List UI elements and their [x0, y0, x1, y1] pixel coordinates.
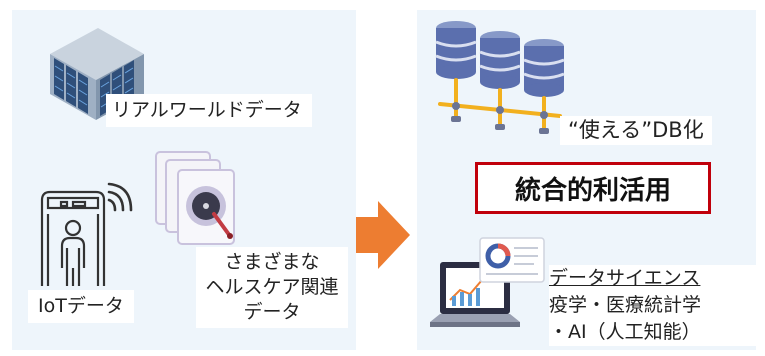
iot-booth-icon: [40, 190, 106, 286]
healthcare-line-2: ヘルスケア関連: [205, 276, 339, 298]
data-science-title: データサイエンス: [549, 267, 701, 289]
data-science-line-2: ・AI（人工知能）: [549, 321, 701, 343]
arrow-right-icon: [356, 201, 410, 269]
data-science-label: データサイエンス 疫学・医療統計学 ・AI（人工知能）: [549, 265, 757, 346]
database-cluster-icon: [435, 21, 566, 134]
data-science-line-1: 疫学・医療統計学: [549, 294, 702, 316]
healthcare-line-1: さまざまな: [224, 251, 320, 273]
hard-drive-stack-icon: [155, 151, 235, 245]
integrated-utilization-box: 統合的利活用: [475, 162, 711, 214]
iot-data-label: IoTデータ: [28, 290, 134, 323]
real-world-data-label: リアルワールドデータ: [106, 94, 312, 127]
healthcare-line-3: データ: [243, 301, 301, 323]
laptop-dashboard-icon: [430, 237, 545, 327]
usable-db-label: “使える”DB化: [560, 116, 712, 145]
wifi-signal-icon: [107, 182, 133, 212]
server-rack-icon: [50, 28, 144, 120]
healthcare-data-label: さまざまな ヘルスケア関連 データ: [196, 247, 348, 328]
